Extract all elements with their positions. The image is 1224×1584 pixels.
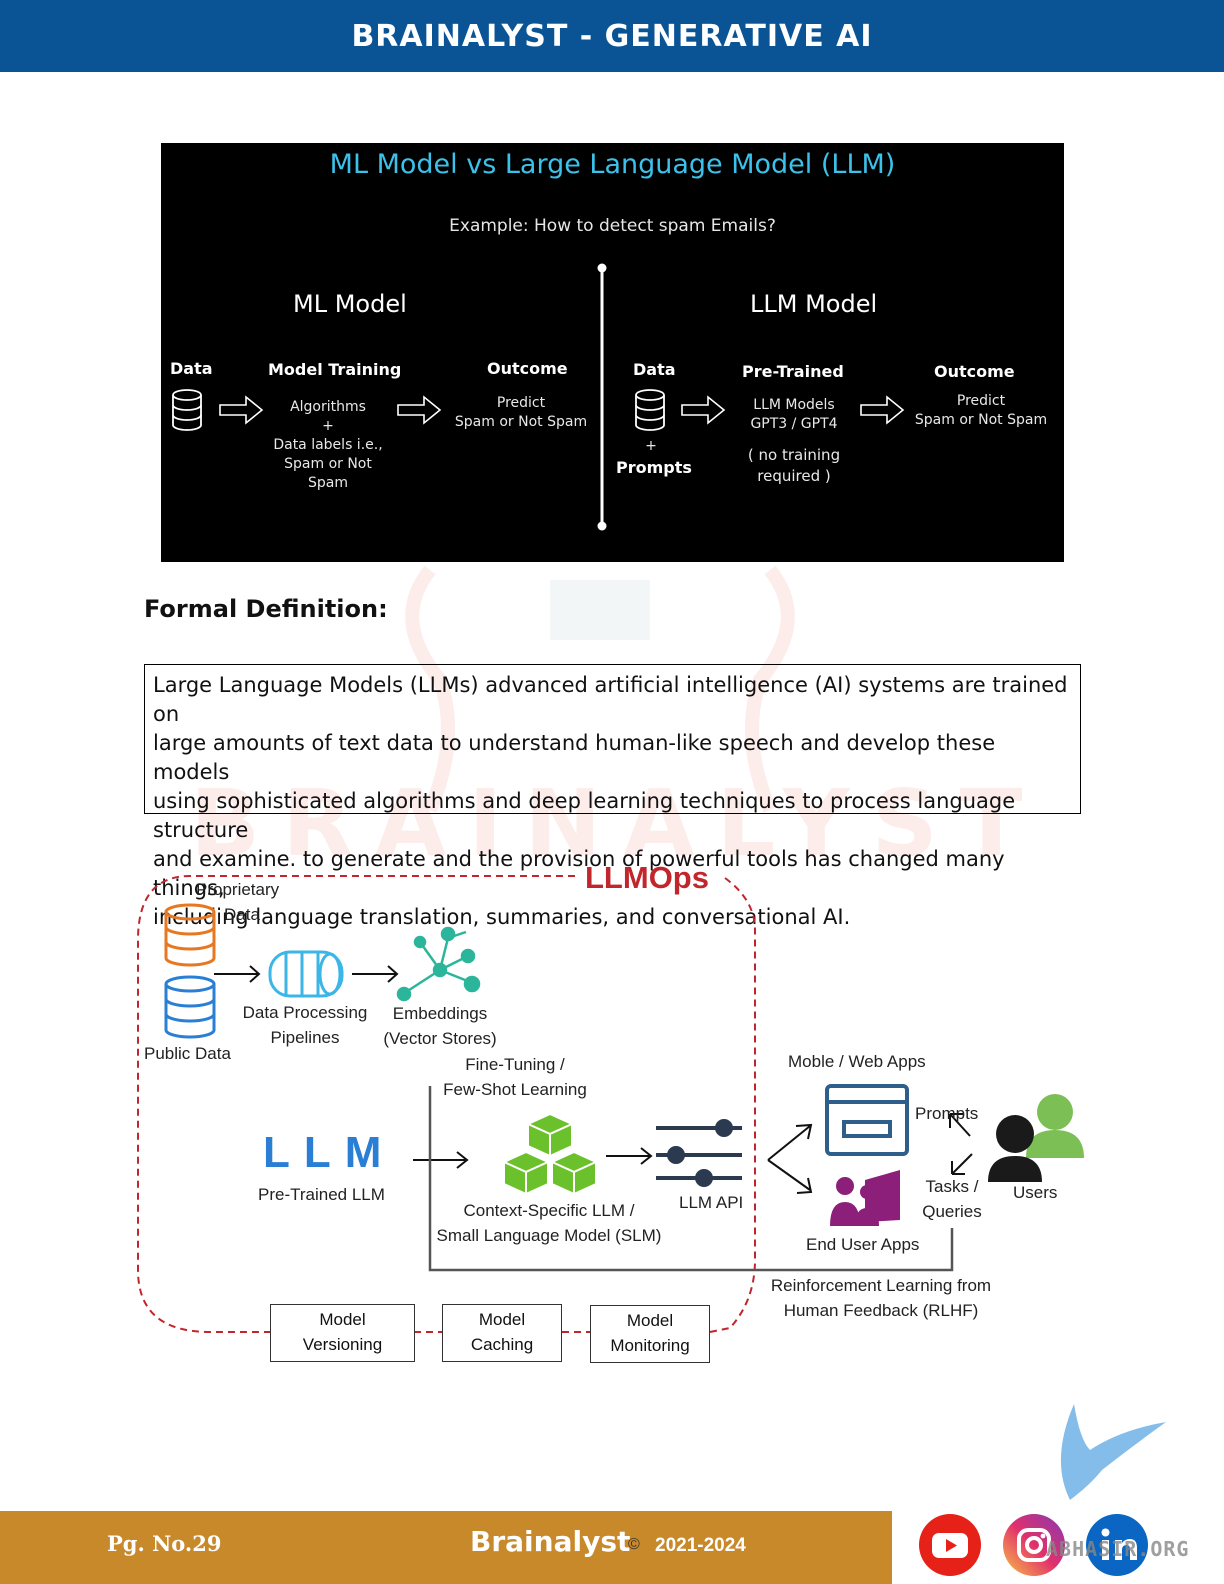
pretrained-details: LLM Models GPT3 / GPT4 (750, 397, 838, 432)
embeddings-label: Embeddings (Vector Stores) (383, 1004, 497, 1048)
no-training-note: ( no training required ) (747, 446, 841, 485)
users-label: Users (1013, 1183, 1058, 1202)
database-icon (635, 389, 665, 431)
ml-data-label: Data (170, 359, 213, 378)
users-icon (988, 1094, 1084, 1182)
header-title: BRAINALYST - GENERATIVE AI (351, 18, 873, 54)
browser-icon (825, 1084, 909, 1156)
arrow-icon (681, 395, 726, 425)
model-training-label: Model Training (268, 360, 402, 379)
instagram-icon[interactable] (1002, 1513, 1066, 1577)
context-llm-label: Context-Specific LLM / Small Language Mo… (436, 1201, 662, 1245)
fine-tuning-label: Fine-Tuning / Few-Shot Learning (443, 1055, 587, 1099)
ml-outcome-details: Predict Spam or Not Spam (454, 395, 588, 430)
network-icon (396, 926, 481, 1002)
linkedin-icon[interactable] (1085, 1513, 1149, 1577)
public-data-label: Public Data (144, 1044, 231, 1063)
arrow-icon (397, 395, 442, 425)
cubes-icon (501, 1112, 599, 1196)
pretrained-llm-label: Pre-Trained LLM (258, 1185, 385, 1204)
youtube-icon[interactable] (918, 1513, 982, 1577)
training-details: Algorithms + Data labels i.e., Spam or N… (273, 399, 383, 491)
watermark-text: BRAINALYST (190, 770, 1045, 877)
llm-outcome-label: Outcome (934, 362, 1015, 381)
sliders-icon (656, 1119, 742, 1187)
bird-logo-icon (1060, 1404, 1166, 1500)
tasks-label: Tasks / Queries (922, 1177, 982, 1221)
definition-box: Large Language Models (LLMs) advanced ar… (144, 664, 1081, 929)
llmops-title: LLMOps (585, 860, 709, 895)
rlhf-label: Reinforcement Learning from Human Feedba… (770, 1276, 992, 1320)
site-watermark: ABHASIR.ORG (1046, 1537, 1190, 1561)
database-icon (164, 975, 216, 1039)
llmops-boundary (137, 875, 756, 1333)
database-icon (164, 903, 216, 967)
copyright-symbol: © (628, 1536, 640, 1553)
llm-outcome-details: Predict Spam or Not Spam (914, 393, 1048, 428)
footer-brand: Brainalyst (470, 1525, 631, 1558)
end-user-apps-icon (830, 1170, 900, 1226)
figure1-graphics (172, 263, 905, 531)
end-user-apps-label: End User Apps (806, 1235, 920, 1254)
plus-sign: + (645, 438, 657, 454)
llm-model-heading: LLM Model (750, 290, 878, 318)
database-icon (172, 389, 202, 431)
page-footer: Pg. No.29 Brainalyst © 2021-2024 (0, 1511, 892, 1584)
apps-label: Moble / Web Apps (788, 1052, 926, 1071)
llmops-diagram: LLMOps Proprietary Data Public Data Data… (130, 860, 1110, 1380)
figure-subtitle: Example: How to detect spam Emails? (449, 216, 776, 236)
arrow-icon (219, 395, 264, 425)
ml-vs-llm-figure: ML Model vs Large Language Model (LLM) E… (161, 143, 1064, 562)
proprietary-data-label: Proprietary Data (196, 880, 280, 924)
llmops-graphics (137, 875, 1084, 1333)
ml-outcome-label: Outcome (487, 359, 568, 378)
llm-letters: LLM (263, 1128, 396, 1177)
llm-api-label: LLM API (679, 1193, 744, 1212)
pipelines-label: Data Processing Pipelines (242, 1003, 368, 1047)
figure-title: ML Model vs Large Language Model (LLM) (329, 149, 896, 180)
page-header: BRAINALYST - GENERATIVE AI (0, 0, 1224, 72)
prompts-label: Prompts (616, 458, 692, 477)
page-number: Pg. No.29 (107, 1531, 222, 1556)
definition-heading: Formal Definition: (144, 595, 388, 623)
footer-years: 2021-2024 (655, 1535, 746, 1556)
pipeline-icon (268, 950, 344, 998)
ml-model-heading: ML Model (293, 290, 407, 318)
prompts-label: Prompts (915, 1104, 979, 1123)
llm-data-label: Data (633, 360, 676, 379)
arrow-icon (860, 395, 905, 425)
pretrained-label: Pre-Trained (742, 362, 844, 381)
